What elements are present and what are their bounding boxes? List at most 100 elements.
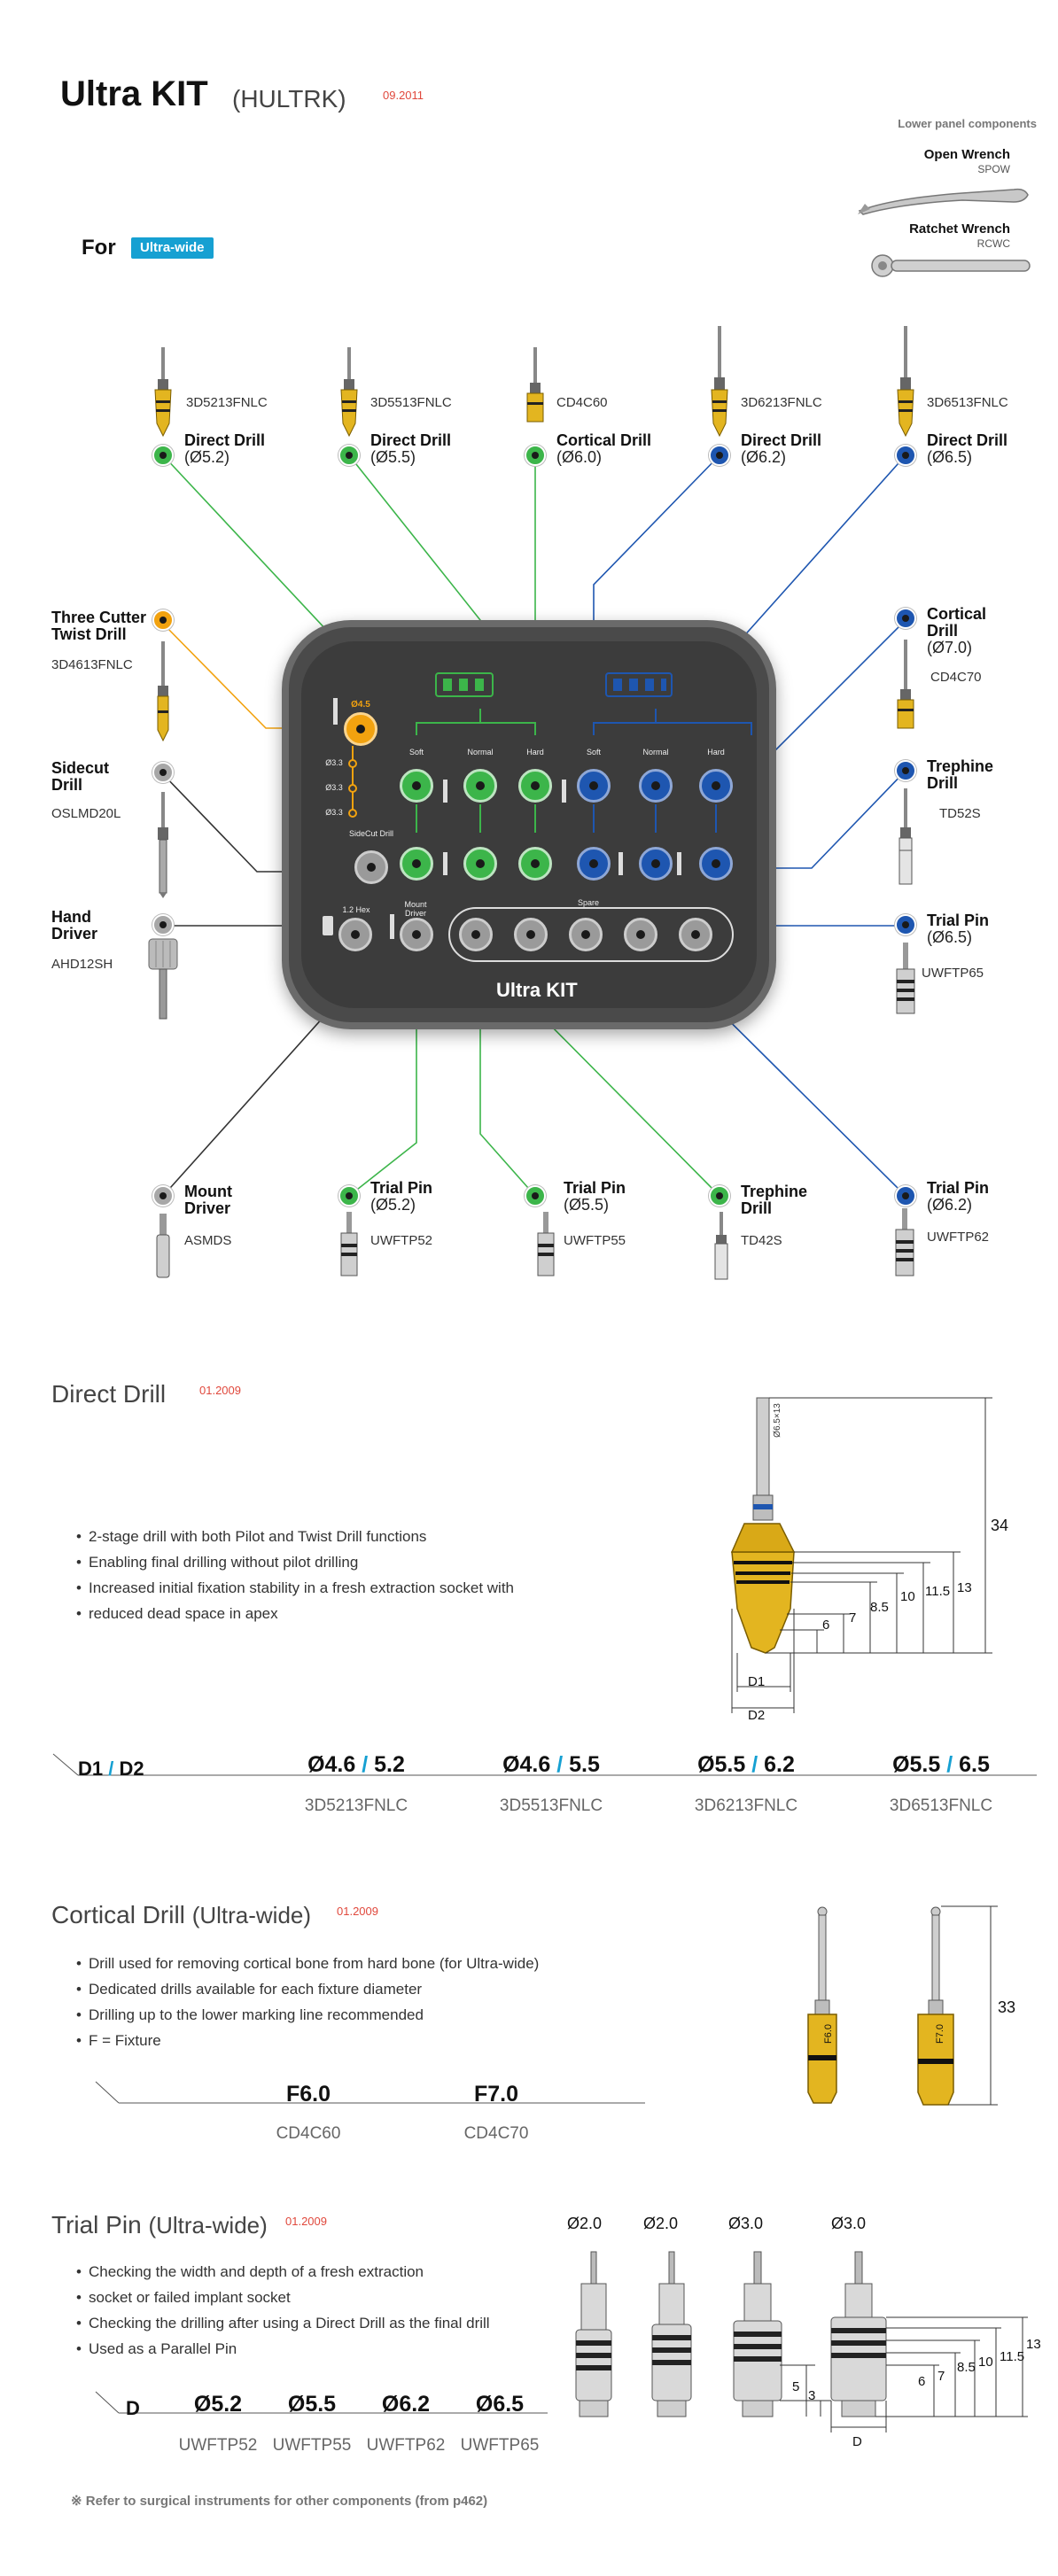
blue-marker-dot bbox=[895, 760, 916, 781]
right-item-code: TD52S bbox=[939, 806, 981, 821]
bullet-item: reduced dead space in apex bbox=[76, 1601, 572, 1626]
left-item-name: Three Cutter bbox=[51, 609, 147, 626]
bullet-item: Drill used for removing cortical bone fr… bbox=[76, 1951, 626, 1976]
kit-label: Ø3.3 bbox=[325, 783, 343, 792]
kit-spare-tray bbox=[448, 907, 734, 962]
open-wrench-icon bbox=[858, 188, 1029, 215]
tp-col-code: UWFTP52 bbox=[178, 2436, 258, 2455]
trial-title-sub: (Ultra-wide) bbox=[148, 2212, 268, 2238]
left-item-name: Sidecut bbox=[51, 759, 110, 777]
kit-label: Normal bbox=[467, 748, 494, 757]
bullet-item: 2-stage drill with both Pilot and Twist … bbox=[76, 1524, 572, 1549]
tp-dim-10: 10 bbox=[978, 2355, 993, 2370]
cd-col-value: F7.0 bbox=[473, 2082, 519, 2107]
cd-col-code: CD4C60 bbox=[276, 2124, 341, 2143]
dd-d1: Ø4.6 bbox=[307, 1752, 356, 1777]
lower-panel-title: Lower panel components bbox=[898, 117, 1037, 130]
bottom-item-code: TD42S bbox=[741, 1233, 782, 1248]
kit-slot-green bbox=[518, 847, 552, 881]
blue-marker-dot bbox=[895, 1185, 916, 1207]
trial-pin-5-2-icon bbox=[340, 1212, 358, 1276]
bottom-item-name2: Drill bbox=[741, 1199, 773, 1217]
pin-label: Ø3.0 bbox=[831, 2215, 867, 2232]
bottom-item-name: Trial Pin bbox=[927, 1179, 990, 1197]
cortical-drill-title: Cortical Drill (Ultra-wide) bbox=[51, 1901, 311, 1929]
blue-marker-dot bbox=[895, 608, 916, 629]
bottom-item-name2: Driver bbox=[184, 1199, 231, 1217]
kit-label: Mount Driver bbox=[404, 900, 427, 918]
kit-label: Ø3.3 bbox=[325, 758, 343, 767]
tp-col-value: Ø6.2 bbox=[381, 2392, 431, 2417]
tp-dim-6: 6 bbox=[918, 2374, 926, 2389]
dd-col-code: 3D5213FNLC bbox=[304, 1796, 408, 1815]
tp-col-code: UWFTP55 bbox=[272, 2436, 352, 2455]
kit-slot-blue bbox=[639, 769, 673, 803]
tp-dim-13: 13 bbox=[1026, 2337, 1041, 2352]
cortical-drill-7-0-icon bbox=[897, 640, 914, 729]
bullet-item: Checking the drilling after using a Dire… bbox=[76, 2310, 555, 2336]
bullet-item: Increased initial fixation stability in … bbox=[76, 1575, 572, 1601]
trial-pin-bullets: Checking the width and depth of a fresh … bbox=[76, 2259, 555, 2362]
bottom-item-name2: (Ø6.2) bbox=[927, 1196, 973, 1214]
pin-label: Ø2.0 bbox=[567, 2215, 603, 2232]
top-item-name: Cortical Drill bbox=[556, 431, 652, 449]
top-item-code: 3D5213FNLC bbox=[186, 395, 268, 410]
cortical-drill-6-0-icon bbox=[526, 347, 544, 423]
kit-slot-spare bbox=[514, 918, 548, 951]
dd-col-value: Ø4.6 / 5.5 bbox=[502, 1752, 600, 1777]
kit-slot-green bbox=[463, 769, 497, 803]
top-item-sub: (Ø5.2) bbox=[184, 448, 230, 466]
kit-slot-mount-driver bbox=[400, 918, 433, 951]
kit-slot-blue bbox=[577, 769, 611, 803]
top-item-code: 3D5513FNLC bbox=[370, 395, 452, 410]
grey-marker-dot bbox=[152, 914, 174, 935]
top-item-sub: (Ø6.2) bbox=[741, 448, 787, 466]
top-item-name: Direct Drill bbox=[927, 431, 1008, 449]
top-item-sub: (Ø5.5) bbox=[370, 448, 416, 466]
kit-slot-sidecut bbox=[354, 850, 388, 884]
dim-33: 33 bbox=[998, 1998, 1016, 2016]
kit-internal-graphics bbox=[323, 672, 752, 939]
dim-13: 13 bbox=[957, 1580, 972, 1595]
dim-34: 34 bbox=[991, 1517, 1009, 1534]
open-wrench-code: SPOW bbox=[977, 163, 1010, 175]
kit-slot-hand-driver bbox=[338, 918, 372, 951]
trial-pin-6-2-icon bbox=[895, 1208, 914, 1276]
ultra-wide-badge: Ultra-wide bbox=[131, 237, 214, 259]
top-item-name: Direct Drill bbox=[184, 431, 266, 449]
right-item-code: CD4C70 bbox=[930, 670, 982, 685]
kit-slot-green bbox=[400, 847, 433, 881]
bottom-item-name: Trephine bbox=[741, 1183, 808, 1200]
bottom-item-name2: (Ø5.5) bbox=[564, 1196, 610, 1214]
hand-driver-icon bbox=[148, 938, 178, 1020]
kit-slot-blue bbox=[577, 847, 611, 881]
grey-marker-dot bbox=[152, 1185, 174, 1207]
cortical-mark-1: F6.0 bbox=[823, 2023, 835, 2045]
tp-dim-8-5: 8.5 bbox=[957, 2360, 976, 2375]
trephine-drill-icon bbox=[899, 788, 913, 885]
top-item-name: Direct Drill bbox=[741, 431, 822, 449]
right-item-name: Trephine bbox=[927, 757, 994, 775]
trial-pin-6-5-icon bbox=[896, 943, 915, 1014]
kit-label: Normal bbox=[642, 748, 669, 757]
top-item-code: CD4C60 bbox=[556, 395, 608, 410]
dd-d2: 6.5 bbox=[959, 1752, 990, 1777]
for-label: For bbox=[82, 236, 116, 260]
cortical-drill-date: 01.2009 bbox=[337, 1905, 378, 1918]
cd-col-value: F6.0 bbox=[285, 2082, 331, 2107]
direct-drill-bullets: 2-stage drill with both Pilot and Twist … bbox=[76, 1524, 572, 1626]
dd-d1: Ø4.6 bbox=[502, 1752, 551, 1777]
kit-slot-green bbox=[518, 769, 552, 803]
dd-d2: 5.2 bbox=[374, 1752, 405, 1777]
dd-col-value: Ø5.5 / 6.2 bbox=[697, 1752, 795, 1777]
dim-8-5: 8.5 bbox=[870, 1600, 889, 1615]
trial-pin-diagram bbox=[575, 2251, 1028, 2432]
bottom-item-name2: (Ø5.2) bbox=[370, 1196, 416, 1214]
drill-engraving: Ø6.5×13 bbox=[772, 1403, 782, 1438]
trial-pin-date: 01.2009 bbox=[285, 2215, 327, 2228]
kit-slot-blue bbox=[639, 847, 673, 881]
open-wrench-name: Open Wrench bbox=[923, 147, 1010, 162]
twist-drill-icon bbox=[157, 641, 169, 742]
dd-col-code: 3D6513FNLC bbox=[889, 1796, 993, 1815]
bottom-item-code: UWFTP52 bbox=[370, 1233, 433, 1248]
